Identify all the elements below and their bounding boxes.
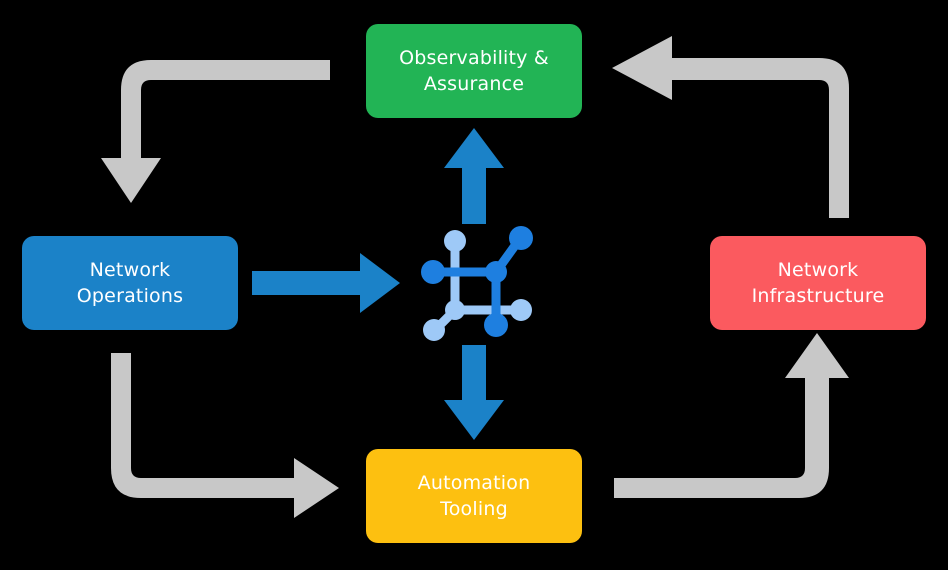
edge-top-right-diagonal-dark: [492, 237, 523, 275]
node-right-middle-light: [510, 299, 532, 321]
network-icon-nodes: [421, 226, 533, 341]
blue-arrow-center-to-observability: [444, 128, 504, 224]
node-box-automation[interactable]: Automation Tooling: [366, 449, 582, 543]
blue-arrow-center-to-automation: [444, 345, 504, 440]
node-box-infrastructure[interactable]: Network Infrastructure: [710, 236, 926, 330]
node-top-right-outer-dark: [509, 226, 533, 250]
gray-arrow-observability-to-operations: [101, 60, 330, 203]
node-bottom-outer-dark: [484, 313, 508, 337]
gray-arrow-automation-to-infrastructure: [614, 333, 849, 498]
node-square-bottom-left-light: [445, 300, 465, 320]
network-icon-edges: [432, 237, 523, 333]
node-box-operations[interactable]: Network Operations: [22, 236, 238, 330]
gray-arrow-operations-to-automation: [111, 353, 339, 518]
node-left-outer-dark: [421, 260, 445, 284]
node-bottom-left-outer-light: [423, 319, 445, 341]
node-top-left-light: [444, 230, 466, 252]
node-square-top-right-dark: [485, 261, 507, 283]
blue-arrow-operations-to-center: [252, 253, 400, 313]
node-box-observability[interactable]: Observability & Assurance: [366, 24, 582, 118]
edge-bottom-left-diagonal-light: [432, 306, 459, 333]
gray-arrow-infrastructure-to-observability: [612, 36, 849, 218]
